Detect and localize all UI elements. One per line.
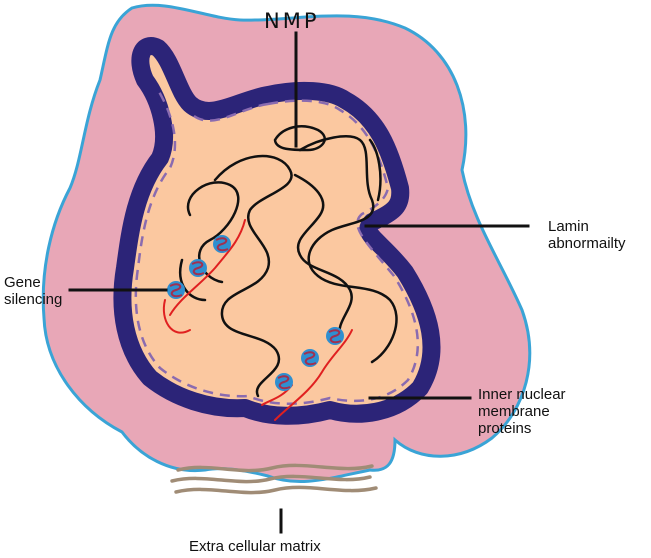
lamin-label-line-1: Lamin — [548, 218, 589, 235]
inner-nuclear-membrane-proteins-label: Inner nuclear membrane proteins — [478, 386, 566, 437]
nucleosome-icon — [167, 281, 185, 299]
nucleosome-icon — [189, 259, 207, 277]
inner-label-line-2: membrane — [478, 403, 550, 420]
nucleosome-icon — [326, 327, 344, 345]
nucleosomes — [167, 235, 344, 391]
gene-silencing-label: Gene silencing — [4, 274, 62, 308]
nucleosome-icon — [213, 235, 231, 253]
lamin-label-line-2: abnormailty — [548, 235, 626, 252]
nucleosome-icon — [301, 349, 319, 367]
nuclear-lamina — [113, 37, 441, 425]
nmp-label: NMP — [264, 9, 320, 33]
extracellular-matrix-fibers — [170, 463, 378, 495]
leader-lines — [68, 31, 530, 534]
nucleosome-icon — [275, 373, 293, 391]
inner-label-line-1: Inner nuclear — [478, 386, 566, 403]
gene-label-line-2: silencing — [4, 291, 63, 308]
inner-nuclear-membrane — [134, 89, 420, 405]
extracellular-matrix-label: Extra cellular matrix — [189, 538, 321, 555]
gene-label-line-1: Gene — [4, 274, 41, 291]
lamin-abnormality-label: Lamin abnormailty — [548, 218, 626, 252]
inner-label-line-3: proteins — [478, 420, 532, 437]
